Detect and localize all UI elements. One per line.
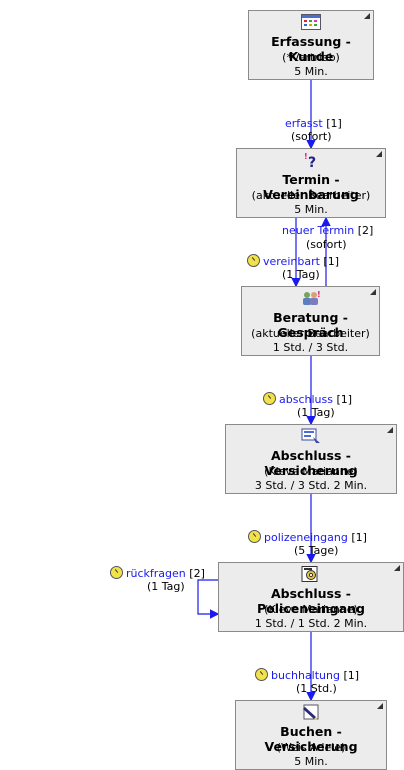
svg-text:?: ? bbox=[308, 155, 316, 168]
node-duration: 1 Std. / 1 Std. 2 Min. bbox=[254, 617, 368, 630]
node-menu-arrow-icon[interactable] bbox=[364, 13, 370, 19]
svg-text:!: ! bbox=[317, 290, 321, 299]
edge-timing: (1 Tag) bbox=[297, 406, 335, 419]
question-icon: ! ? bbox=[304, 152, 316, 168]
edge-timing: (5 Tage) bbox=[294, 544, 339, 557]
node-duration: 5 Min. bbox=[294, 65, 328, 78]
contract-icon bbox=[301, 428, 320, 443]
edge-count: [1] bbox=[336, 393, 353, 406]
edge-count: [1] bbox=[323, 255, 340, 268]
node-menu-arrow-icon[interactable] bbox=[376, 151, 382, 157]
node-duration: 3 Std. / 3 Std. 2 Min. bbox=[254, 479, 368, 492]
svg-text:!: ! bbox=[304, 152, 308, 161]
edge-link[interactable]: abschluss bbox=[279, 393, 333, 406]
node-abschluss-policeneingang[interactable]: Abschluss - Policeneingang (Kleve Marian… bbox=[218, 562, 404, 632]
timer-icon bbox=[255, 668, 268, 681]
node-title: Abschluss - Policeneingang bbox=[257, 586, 365, 616]
edge-count: [1] bbox=[343, 669, 360, 682]
gear-doc-icon bbox=[301, 566, 318, 582]
edge-link[interactable]: rückfragen bbox=[126, 567, 186, 580]
node-abschluss-versicherung[interactable]: Abschluss - Versicherung (Kleve Marianne… bbox=[225, 424, 397, 494]
node-role: (aktueller Bearbeiter) bbox=[251, 189, 371, 202]
edge-timing: (1 Tag) bbox=[282, 268, 320, 281]
node-role: (Kleve Marianne) bbox=[264, 465, 358, 478]
timer-icon bbox=[248, 530, 261, 543]
edge-label-erfasst: erfasst [1] bbox=[285, 117, 342, 131]
edge-label-abschluss: abschluss [1] bbox=[263, 392, 352, 407]
node-role: (Weis Adele) bbox=[276, 741, 346, 754]
edge-label-rueckfragen: rückfragen [2] bbox=[110, 566, 205, 581]
node-menu-arrow-icon[interactable] bbox=[394, 565, 400, 571]
pen-icon bbox=[303, 704, 319, 720]
node-role: (Kleve Marianne) bbox=[264, 603, 358, 616]
node-duration: 1 Std. / 3 Std. bbox=[272, 341, 349, 354]
node-menu-arrow-icon[interactable] bbox=[387, 427, 393, 433]
node-title: Beratung - Gespräch bbox=[273, 310, 348, 340]
edge-count: [1] bbox=[351, 531, 367, 544]
edge-label-neuer-termin: neuer Termin [2] bbox=[282, 224, 373, 238]
edge-count: [2] bbox=[189, 567, 205, 580]
edge-count: [1] bbox=[326, 117, 342, 130]
edge-timing: (sofort) bbox=[306, 238, 347, 251]
edge-link[interactable]: erfasst bbox=[285, 117, 323, 130]
node-duration: 5 Min. bbox=[294, 203, 328, 216]
edge-link[interactable]: neuer Termin bbox=[282, 224, 355, 237]
node-menu-arrow-icon[interactable] bbox=[377, 703, 383, 709]
node-role: (aktueller Bearbeiter) bbox=[251, 327, 370, 340]
edge-count: [2] bbox=[357, 224, 374, 237]
edge-link[interactable]: buchhaltung bbox=[271, 669, 340, 682]
node-buchen-versicherung[interactable]: Buchen - Versicherung (Weis Adele) 5 Min… bbox=[235, 700, 387, 770]
edge-label-vereinbart: vereinbart [1] bbox=[247, 254, 339, 269]
edge-label-polizeneingang: polizeneingang [1] bbox=[248, 530, 367, 545]
edge-rueckfragen-line bbox=[197, 579, 220, 619]
timer-icon bbox=[110, 566, 123, 579]
node-duration: 5 Min. bbox=[294, 755, 328, 768]
node-role: (*Vertrieb) bbox=[282, 51, 340, 64]
people-icon: ! bbox=[302, 290, 321, 305]
node-erfassung-kunde[interactable]: Erfassung - Kunde (*Vertrieb) 5 Min. bbox=[248, 10, 374, 80]
edge-timing: (1 Tag) bbox=[147, 580, 185, 593]
node-title: Abschluss - Versicherung bbox=[264, 448, 358, 478]
node-title: Termin - Vereinbarung bbox=[263, 172, 359, 202]
timer-icon bbox=[263, 392, 276, 405]
timer-icon bbox=[247, 254, 260, 267]
edge-link[interactable]: polizeneingang bbox=[264, 531, 348, 544]
edge-link[interactable]: vereinbart bbox=[263, 255, 320, 268]
node-menu-arrow-icon[interactable] bbox=[370, 289, 376, 295]
edge-timing: (1 Std.) bbox=[296, 682, 337, 695]
node-title: Buchen - Versicherung bbox=[264, 724, 358, 754]
edge-label-buchhaltung: buchhaltung [1] bbox=[255, 668, 359, 683]
edge-timing: (sofort) bbox=[291, 130, 332, 143]
node-termin-vereinbarung[interactable]: ! ? Termin - Vereinbarung (aktueller Bea… bbox=[236, 148, 386, 218]
node-title: Erfassung - Kunde bbox=[271, 34, 351, 64]
form-icon bbox=[301, 14, 321, 30]
node-beratung-gespraech[interactable]: ! Beratung - Gespräch (aktueller Bearbei… bbox=[241, 286, 380, 356]
